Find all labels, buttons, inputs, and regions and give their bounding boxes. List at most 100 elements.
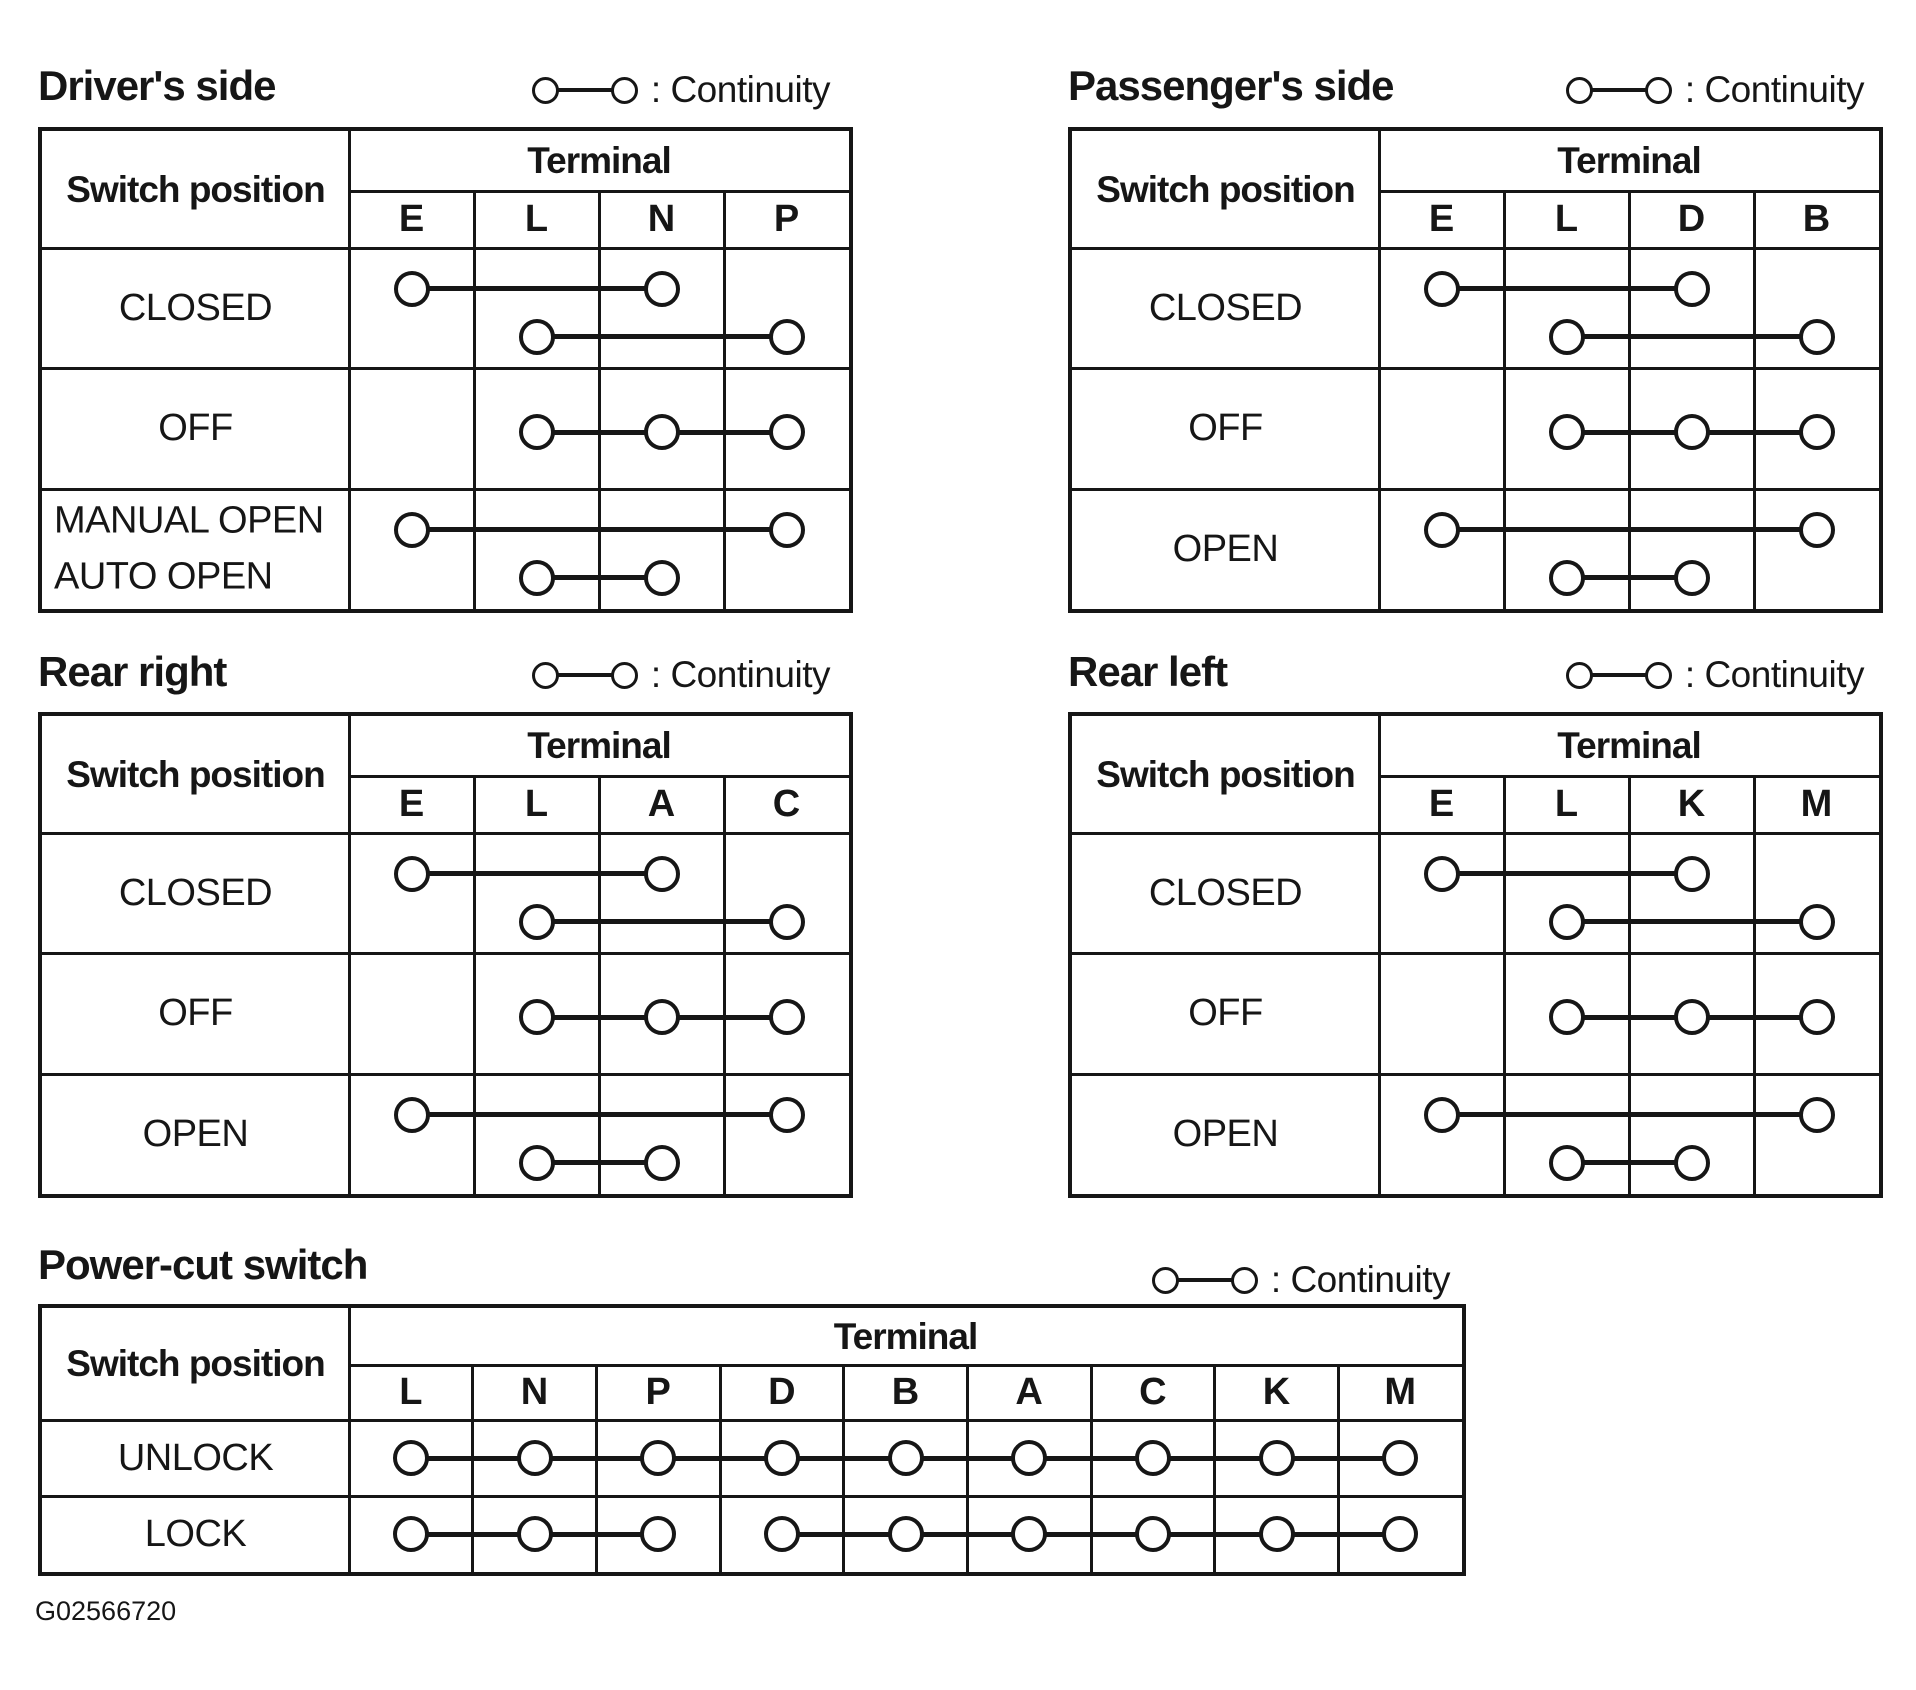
column-divider: [472, 191, 476, 609]
continuity-terminal-circle: [1798, 1096, 1835, 1133]
continuity-terminal-circle: [768, 903, 805, 940]
column-divider: [1377, 131, 1381, 609]
continuity-terminal-circle: [516, 1516, 553, 1552]
continuity-terminal-circle: [768, 318, 805, 355]
terminal-letter-L: L: [1554, 783, 1579, 825]
continuity-terminal-circle: [887, 1440, 924, 1476]
column-divider: [1336, 1365, 1340, 1572]
section-title-power-cut: Power-cut switch: [38, 1241, 368, 1288]
row-label: OFF: [158, 992, 233, 1034]
continuity-terminal-circle: [1011, 1440, 1048, 1476]
legend-label: : Continuity: [1684, 654, 1865, 695]
switch-position-header: Switch position: [66, 753, 325, 795]
section-title-drivers-side: Driver's side: [38, 62, 276, 109]
continuity-terminal-circle: [1011, 1516, 1048, 1552]
continuity-terminal-circle: [518, 559, 555, 596]
column-divider: [1627, 776, 1631, 1194]
terminal-letter-L: L: [524, 783, 549, 825]
row-divider: [1379, 189, 1879, 193]
row-label: OPEN: [142, 1112, 249, 1155]
terminal-letter-D: D: [768, 1371, 796, 1413]
row-label: LOCK: [144, 1512, 247, 1555]
continuity-terminal-circle: [392, 1516, 429, 1552]
row-divider: [42, 1418, 1462, 1422]
continuity-chain-line: [1441, 1112, 1817, 1118]
continuity-chain-line: [536, 1160, 662, 1166]
continuity-line-icon: [556, 88, 613, 92]
column-divider: [1752, 191, 1756, 609]
continuity-terminal-circle: [518, 414, 555, 451]
column-divider: [718, 1365, 722, 1572]
continuity-terminal-circle: [1423, 1096, 1460, 1133]
continuity-terminal-circle: [763, 1516, 800, 1552]
continuity-terminal-circle: [393, 511, 430, 548]
column-divider: [965, 1365, 969, 1572]
terminal-letter-K: K: [1262, 1371, 1291, 1413]
row-divider: [349, 189, 849, 193]
switch-position-header: Switch position: [66, 168, 325, 210]
continuity-legend: : Continuity: [1565, 69, 1865, 110]
legend-label: : Continuity: [1684, 69, 1865, 110]
row-divider: [42, 246, 849, 250]
row-label: OFF: [1188, 407, 1263, 449]
continuity-terminal-circle: [1134, 1440, 1171, 1476]
terminal-letter-P: P: [645, 1371, 671, 1413]
row-divider: [349, 774, 849, 778]
column-divider: [347, 131, 351, 609]
column-divider: [1752, 776, 1756, 1194]
continuity-terminal-circle: [1798, 903, 1835, 940]
continuity-terminal-circle: [393, 855, 430, 892]
column-divider: [472, 776, 476, 1194]
row-divider: [42, 366, 849, 370]
continuity-terminal-circle: [1548, 559, 1585, 596]
continuity-terminal-circle: [1423, 511, 1460, 548]
continuity-terminal-circle: [518, 999, 555, 1036]
row-divider: [42, 831, 849, 835]
row-label: OPEN: [1172, 1112, 1279, 1155]
continuity-chain-line: [1566, 1160, 1692, 1166]
continuity-circle-icon: [1644, 661, 1672, 689]
column-divider: [471, 1365, 475, 1572]
continuity-terminal-circle: [1382, 1440, 1419, 1476]
terminal-letter-A: A: [647, 783, 676, 825]
continuity-terminal-circle: [1548, 999, 1585, 1036]
row-divider: [1072, 246, 1879, 250]
continuity-chain-line: [411, 527, 787, 533]
row-label: CLOSED: [118, 871, 273, 914]
terminal-letter-L: L: [524, 198, 549, 240]
continuity-terminal-circle: [1548, 318, 1585, 355]
legend-label: : Continuity: [650, 654, 831, 695]
row-label: OFF: [1188, 992, 1263, 1034]
row-label: CLOSED: [1148, 286, 1303, 329]
row-divider: [42, 951, 849, 955]
switch-position-header: Switch position: [66, 1343, 325, 1384]
continuity-terminal-circle: [768, 414, 805, 451]
terminal-header: Terminal: [833, 1315, 978, 1357]
continuity-terminal-circle: [516, 1440, 553, 1476]
row-divider: [1072, 951, 1879, 955]
continuity-circle-icon: [531, 76, 559, 104]
terminal-header: Terminal: [527, 140, 671, 181]
row-label: MANUAL OPEN: [54, 499, 324, 542]
row-divider: [42, 487, 849, 491]
section-title-rear-left: Rear left: [1068, 648, 1228, 695]
terminal-letter-A: A: [1015, 1371, 1043, 1413]
row-label: OPEN: [1172, 527, 1279, 570]
continuity-terminal-circle: [643, 1144, 680, 1181]
continuity-terminal-circle: [887, 1516, 924, 1552]
terminal-header: Terminal: [527, 725, 671, 766]
continuity-terminal-circle: [768, 511, 805, 548]
terminal-letter-C: C: [772, 783, 801, 825]
row-divider: [1072, 487, 1879, 491]
continuity-chain-line: [536, 575, 662, 581]
terminal-letter-K: K: [1677, 783, 1706, 825]
terminal-letter-B: B: [891, 1371, 920, 1413]
continuity-terminal-circle: [1423, 270, 1460, 307]
column-divider: [1502, 191, 1506, 609]
column-divider: [1502, 776, 1506, 1194]
continuity-terminal-circle: [643, 270, 680, 307]
continuity-chain-line: [1566, 334, 1817, 340]
continuity-terminal-circle: [643, 999, 680, 1036]
